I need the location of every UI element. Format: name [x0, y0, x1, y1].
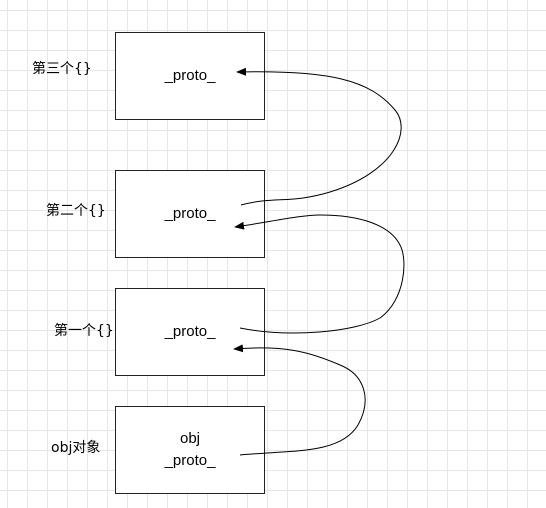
edge-second-to-third	[236, 67, 402, 206]
node-label-obj: obj对象	[51, 440, 101, 456]
node-obj-proto: _proto_	[164, 452, 216, 469]
node-third-proto: _proto_	[164, 67, 216, 84]
node-label-second: 第二个{}	[46, 203, 106, 219]
node-third[interactable]: _proto_	[115, 32, 265, 120]
node-first-proto: _proto_	[164, 323, 216, 340]
edge-obj-to-first	[233, 344, 366, 456]
edge-first-to-second	[234, 214, 405, 334]
node-first[interactable]: _proto_	[115, 288, 265, 376]
node-label-third: 第三个{}	[32, 61, 92, 77]
node-second[interactable]: _proto_	[115, 170, 265, 258]
node-label-first: 第一个{}	[54, 323, 114, 339]
node-obj[interactable]: obj _proto_	[115, 406, 265, 494]
node-second-proto: _proto_	[164, 205, 216, 222]
node-obj-name: obj	[179, 430, 201, 447]
